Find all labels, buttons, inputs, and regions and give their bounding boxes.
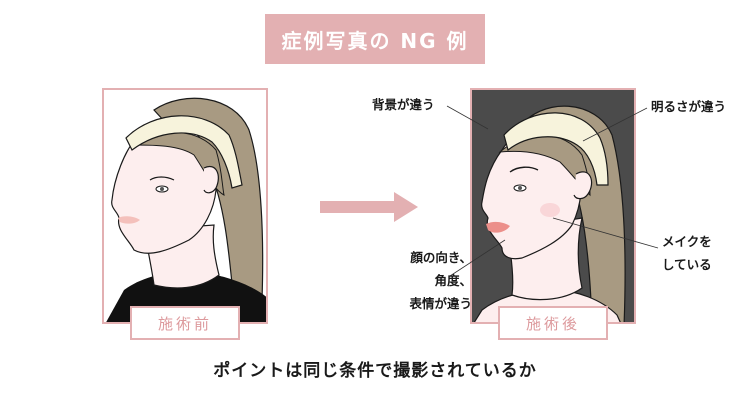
before-portrait-illustration — [106, 97, 266, 322]
before-photo-frame — [102, 88, 268, 324]
annotation-face-line1: 顔の向き、 — [410, 250, 472, 265]
annotation-face-line2: 角度、 — [434, 273, 472, 288]
annotation-wearing-makeup: メイクを している — [662, 230, 712, 276]
bottom-caption: ポイントは同じ条件で撮影されているか — [213, 361, 537, 381]
annotation-face-angle-expression: 顔の向き、 角度、 表情が違う — [360, 246, 472, 315]
annotation-background-differs: 背景が違う — [372, 97, 435, 112]
annotation-face-line3: 表情が違う — [409, 296, 472, 311]
annotation-makeup-line1: メイクを — [662, 234, 712, 249]
before-label: 施術前 — [130, 306, 240, 340]
arrow-right-icon — [320, 192, 418, 222]
after-label: 施術後 — [498, 306, 608, 340]
annotation-makeup-line2: している — [662, 257, 712, 272]
page-title: 症例写真の NG 例 — [265, 14, 485, 64]
after-portrait-illustration — [473, 105, 626, 322]
annotation-brightness-differs: 明るさが違う — [651, 99, 727, 114]
after-photo-frame — [470, 88, 636, 324]
